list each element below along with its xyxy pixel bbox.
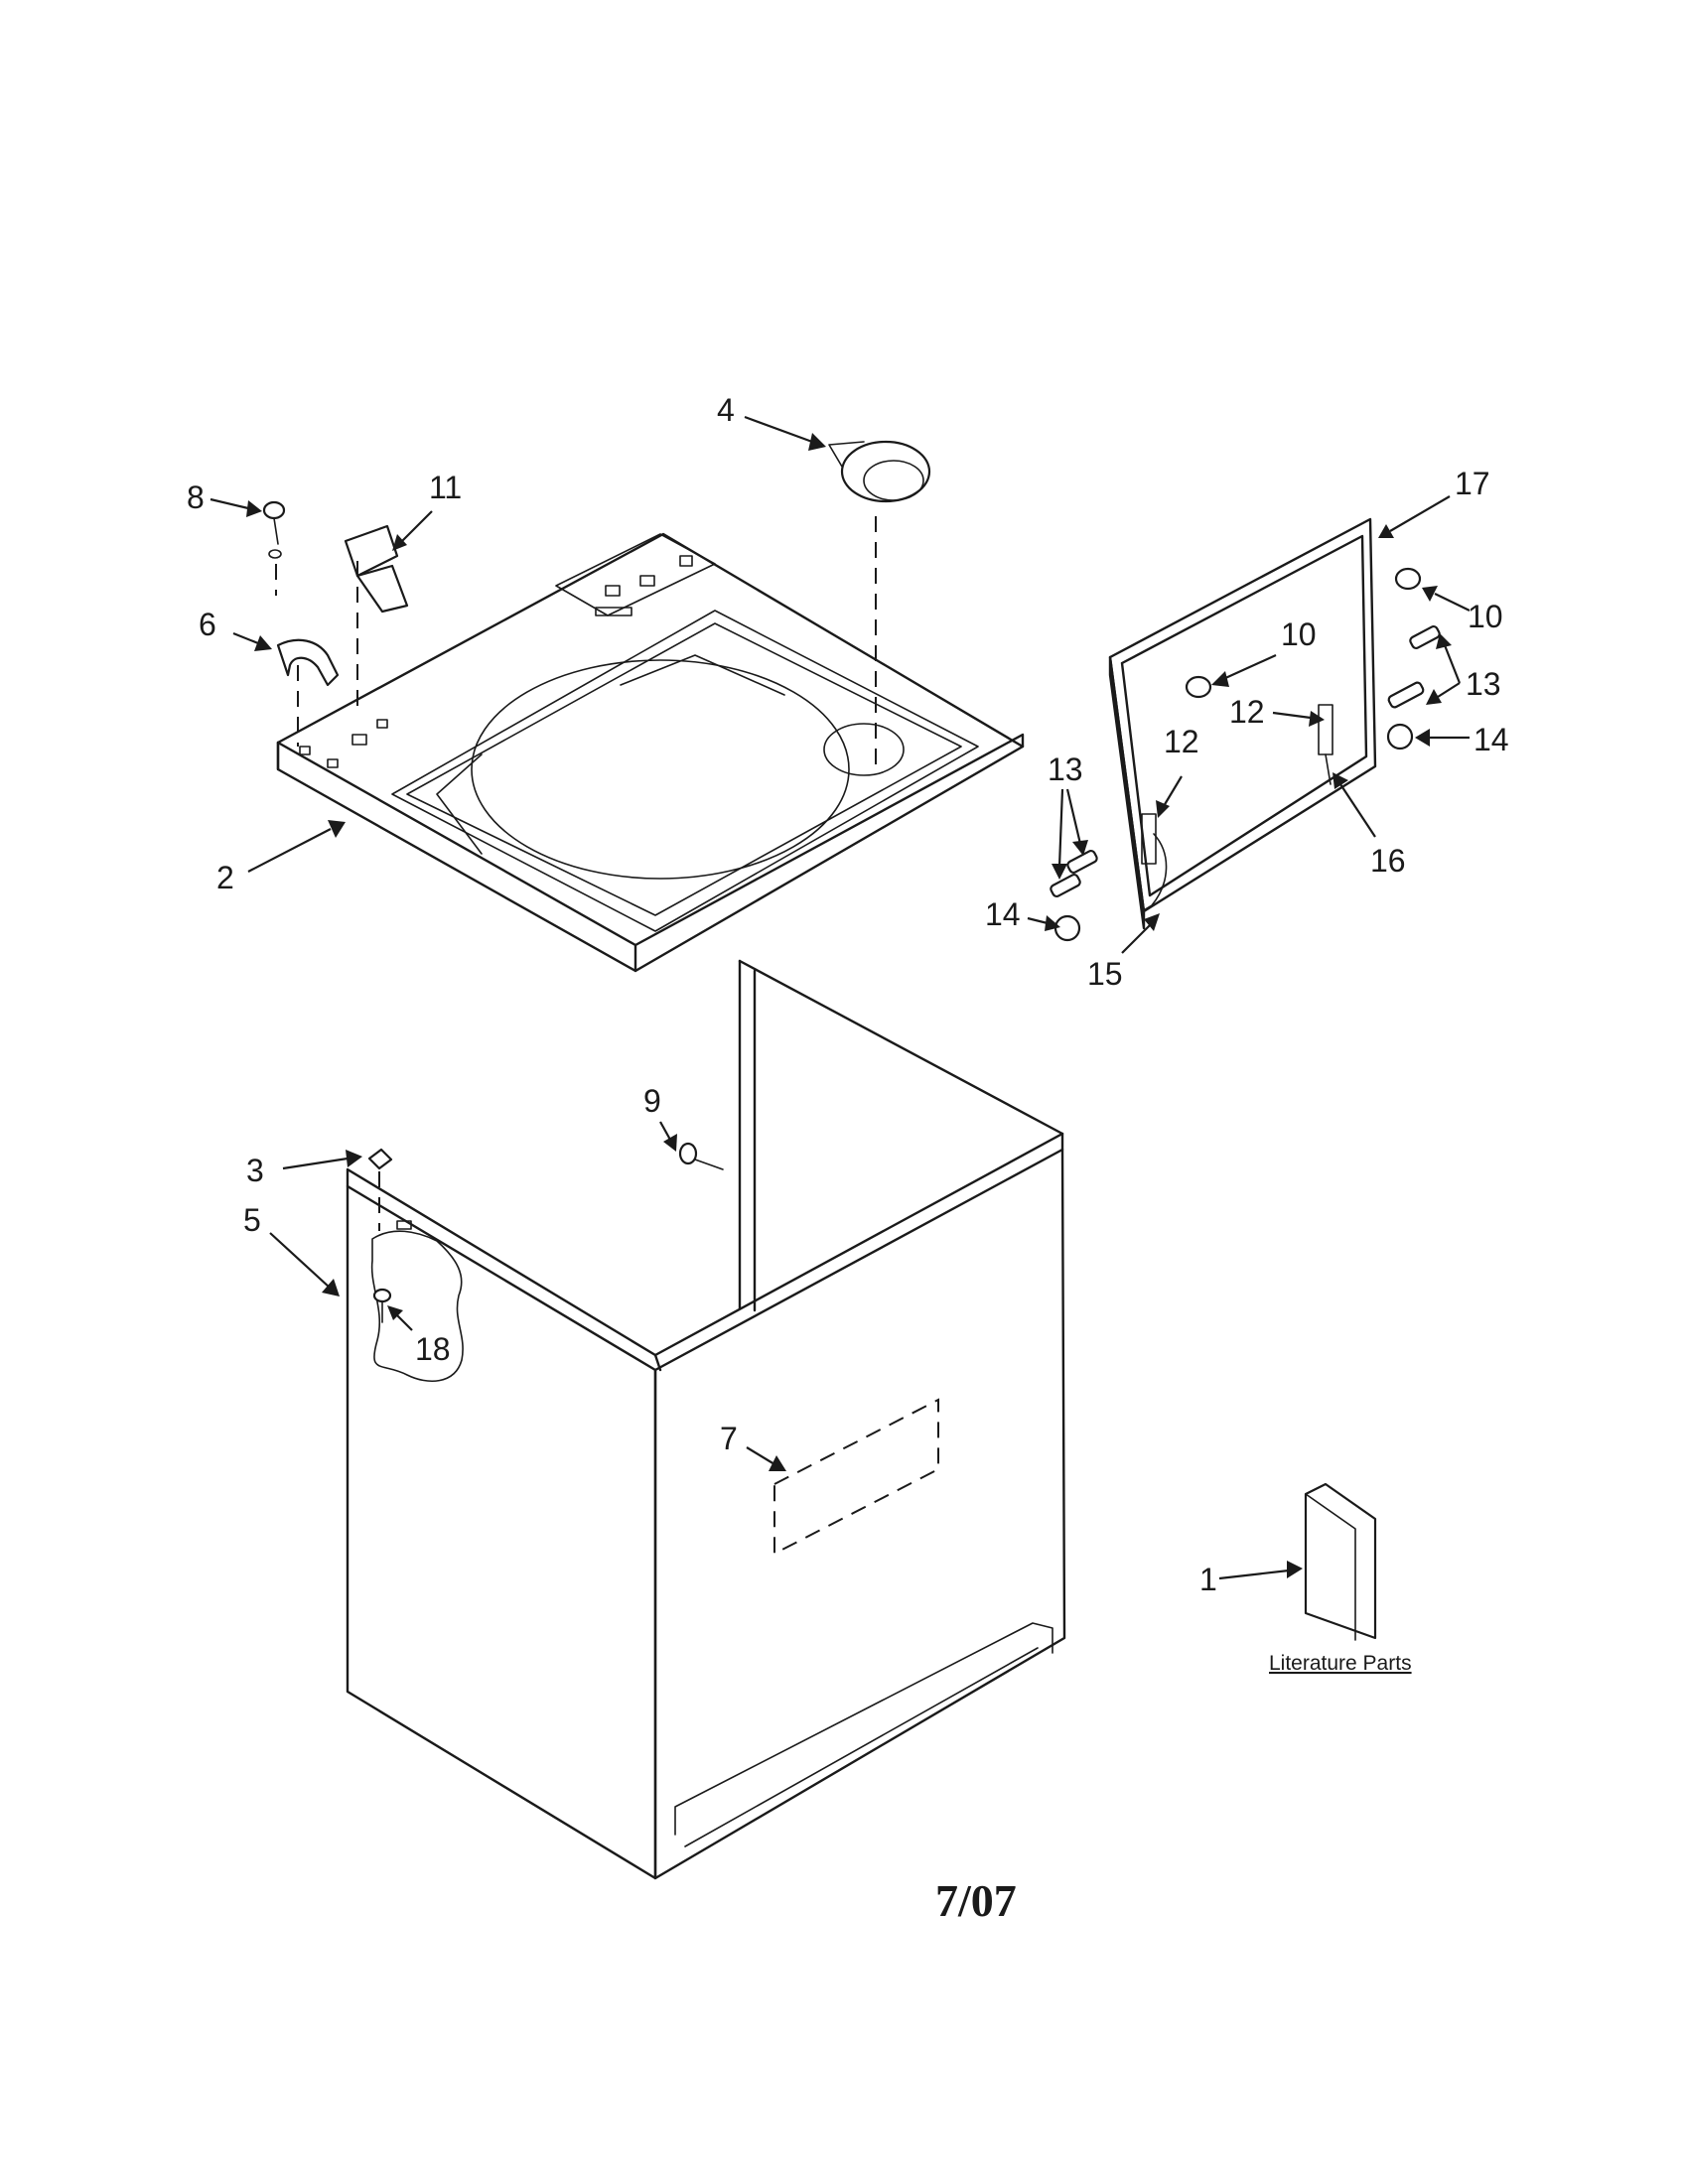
callout-11: 11 — [429, 470, 462, 505]
callout-14b: 14 — [985, 896, 1021, 932]
callout-15: 15 — [1087, 956, 1123, 992]
clip-6 — [276, 638, 340, 687]
callout-8: 8 — [187, 479, 205, 515]
callout-13b: 13 — [1048, 751, 1083, 787]
revision-date: 7/07 — [935, 1875, 1017, 1926]
cabinet — [346, 959, 1066, 1880]
clip-3 — [367, 1148, 393, 1170]
callout-2: 2 — [216, 860, 234, 895]
screws-13 — [1050, 624, 1441, 898]
screw-18 — [372, 1288, 392, 1323]
screw-8 — [262, 500, 286, 559]
callout-1: 1 — [1199, 1562, 1217, 1597]
callout-10a: 10 — [1468, 599, 1503, 634]
literature-label: Literature Parts — [1269, 1652, 1412, 1675]
assembly-lines — [275, 516, 877, 1231]
callout-14a: 14 — [1474, 722, 1509, 757]
top-cover — [276, 532, 1025, 973]
callout-12a: 12 — [1229, 694, 1265, 730]
screw-9 — [678, 1142, 724, 1170]
callout-9: 9 — [643, 1083, 661, 1119]
callout-3: 3 — [246, 1153, 264, 1188]
bumper-10 — [1185, 567, 1422, 699]
literature-book — [1304, 1482, 1377, 1641]
nuts-14 — [1053, 723, 1414, 942]
callout-5: 5 — [243, 1202, 261, 1238]
callout-numbers: 1 2 3 4 5 6 7 8 9 10 10 11 12 12 13 13 1… — [187, 392, 1509, 1597]
callout-18: 18 — [415, 1331, 451, 1367]
leader-lines — [210, 415, 1471, 1580]
callout-7: 7 — [720, 1421, 738, 1456]
callout-10b: 10 — [1281, 616, 1317, 652]
callout-6: 6 — [199, 607, 216, 642]
callout-13a: 13 — [1466, 666, 1501, 702]
callout-16: 16 — [1370, 843, 1406, 879]
callout-12b: 12 — [1164, 724, 1199, 759]
lid — [1108, 517, 1377, 930]
dispenser-cap — [828, 440, 931, 503]
callout-17: 17 — [1455, 466, 1490, 501]
callout-4: 4 — [717, 392, 735, 428]
